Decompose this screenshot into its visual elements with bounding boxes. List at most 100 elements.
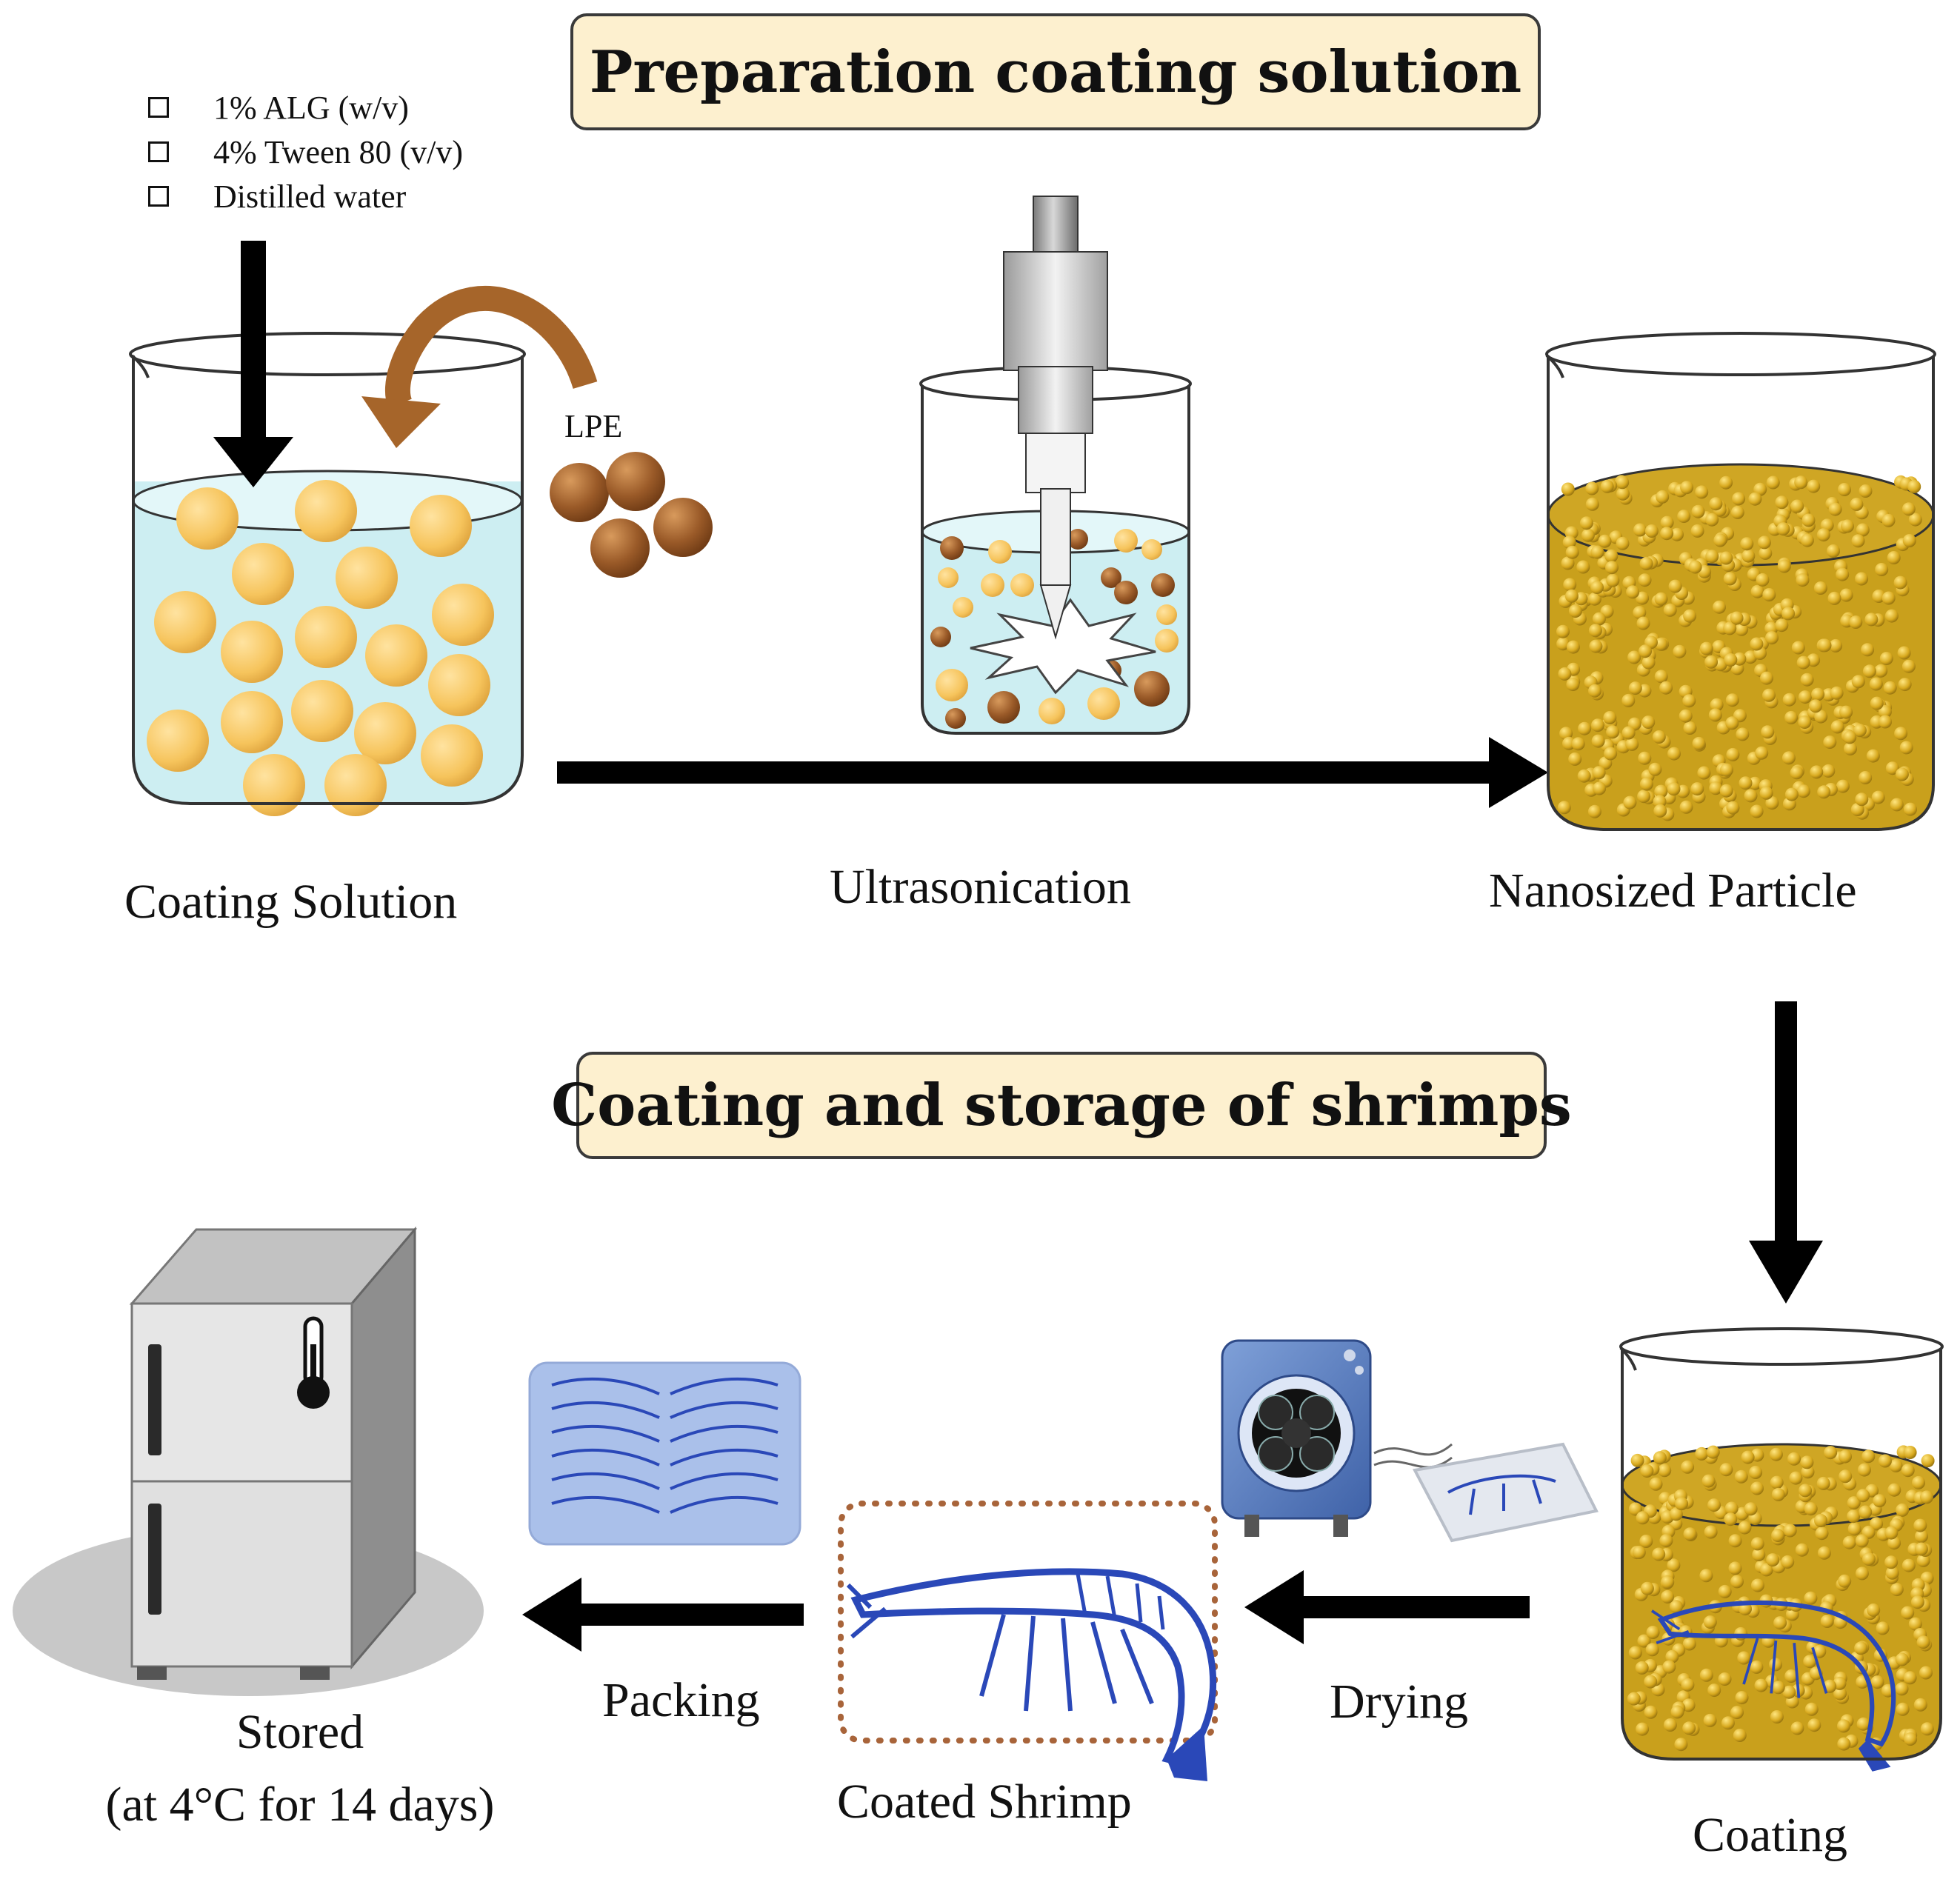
nano-particle xyxy=(1901,1464,1915,1478)
nano-particle xyxy=(1920,1722,1934,1736)
nano-particle xyxy=(1769,1447,1783,1461)
nano-particle xyxy=(1740,537,1754,551)
nano-particle xyxy=(1775,495,1789,510)
nano-particle xyxy=(1562,535,1576,550)
nano-particle xyxy=(1901,659,1916,673)
nano-particle xyxy=(1796,784,1810,798)
alginate-bead xyxy=(421,724,483,787)
coating-solution-label: Coating Solution xyxy=(124,875,458,929)
nano-particle xyxy=(1837,1737,1851,1751)
nano-particle xyxy=(1703,1713,1717,1727)
nano-particle xyxy=(1724,1501,1739,1515)
nano-particle xyxy=(1645,1643,1659,1657)
nano-particle xyxy=(1901,1558,1916,1572)
nano-particle xyxy=(1776,522,1790,536)
nano-particle xyxy=(1710,698,1724,712)
nano-particle xyxy=(1704,655,1719,669)
nano-particle xyxy=(1725,693,1739,707)
nano-particle xyxy=(1782,693,1796,707)
nano-particle xyxy=(1878,1454,1892,1468)
alginate-bead xyxy=(221,621,283,683)
nano-particle xyxy=(1821,764,1836,778)
nano-particle xyxy=(1681,1678,1695,1692)
nano-particle xyxy=(1640,1464,1654,1478)
nano-particle xyxy=(1914,1542,1928,1556)
nano-particle xyxy=(1557,801,1571,815)
nano-particle xyxy=(1833,1686,1847,1701)
lpe-particles xyxy=(550,452,713,578)
drying-label: Drying xyxy=(1330,1675,1468,1729)
nano-particle xyxy=(1750,1481,1764,1495)
nano-particle xyxy=(1871,790,1885,804)
cavitation-burst-icon xyxy=(970,598,1156,695)
nano-particle xyxy=(1856,523,1870,537)
nano-particle xyxy=(1804,1502,1818,1516)
nano-particle xyxy=(1801,1465,1815,1479)
nano-particle xyxy=(1691,504,1705,518)
nano-particle xyxy=(1730,1575,1744,1589)
particle xyxy=(1039,698,1065,724)
nano-particle xyxy=(1896,1503,1910,1517)
particle xyxy=(1087,687,1120,720)
nano-particle xyxy=(1862,664,1876,678)
nano-particle xyxy=(1730,505,1744,519)
nano-particle xyxy=(1770,1475,1784,1489)
nano-particle xyxy=(1750,584,1764,598)
nano-particle xyxy=(1606,725,1620,739)
lpe-add-arrow-icon xyxy=(361,285,598,448)
nano-particle xyxy=(1839,705,1853,719)
nano-particle xyxy=(1878,704,1892,718)
nano-particle xyxy=(1901,502,1916,516)
nano-particle xyxy=(1879,715,1892,729)
nano-particle xyxy=(1741,549,1756,563)
nano-particle xyxy=(1699,1668,1713,1682)
nano-particle xyxy=(1913,1698,1927,1712)
sonicator-probe-icon xyxy=(1003,196,1108,640)
nano-particle xyxy=(1866,749,1880,763)
nano-particle xyxy=(1598,534,1612,548)
nano-particle xyxy=(1635,1661,1649,1675)
nano-particle xyxy=(1887,1536,1901,1550)
nano-particle xyxy=(1885,1566,1899,1580)
nano-particle xyxy=(1781,607,1796,621)
nano-particle xyxy=(1807,1718,1821,1732)
nano-particle xyxy=(1759,546,1773,560)
nano-particle xyxy=(1881,513,1896,527)
particle xyxy=(1114,581,1138,604)
nano-particle xyxy=(1675,1497,1689,1511)
nano-particle xyxy=(1659,1534,1673,1548)
nano-particle xyxy=(1748,776,1762,790)
nano-particle xyxy=(1562,736,1576,750)
nano-particle xyxy=(1896,1702,1910,1716)
alginate-bead xyxy=(365,624,427,687)
nano-particle xyxy=(1723,572,1737,586)
nano-particle xyxy=(1794,475,1808,490)
nano-particle xyxy=(1847,1509,1861,1524)
nano-particle xyxy=(1720,763,1733,777)
particle xyxy=(981,573,1004,597)
thermometer-icon xyxy=(297,1316,330,1409)
nano-particle xyxy=(1726,747,1740,761)
particle xyxy=(953,597,973,618)
nano-particle xyxy=(1876,1621,1890,1635)
nano-particle xyxy=(1659,681,1673,695)
alginate-bead xyxy=(295,606,357,668)
nano-particle xyxy=(1814,710,1828,724)
nano-particle xyxy=(1807,479,1821,493)
nano-particle xyxy=(1563,578,1577,592)
nano-particle xyxy=(1616,475,1630,490)
nano-particle xyxy=(1750,637,1764,651)
nano-particle xyxy=(1901,1606,1915,1620)
nano-particle xyxy=(1627,1692,1641,1706)
nano-particle xyxy=(1726,801,1740,815)
nano-particle xyxy=(1644,1705,1658,1719)
nano-particle xyxy=(1638,573,1652,587)
nano-particle xyxy=(1879,652,1893,666)
nano-particle xyxy=(1623,795,1637,810)
nano-particle xyxy=(1816,528,1830,542)
nano-particle xyxy=(1796,655,1810,670)
nano-particle xyxy=(1579,516,1593,530)
nano-particle xyxy=(1576,560,1590,574)
nano-particle xyxy=(1639,1535,1653,1548)
nano-particle xyxy=(1796,573,1810,587)
